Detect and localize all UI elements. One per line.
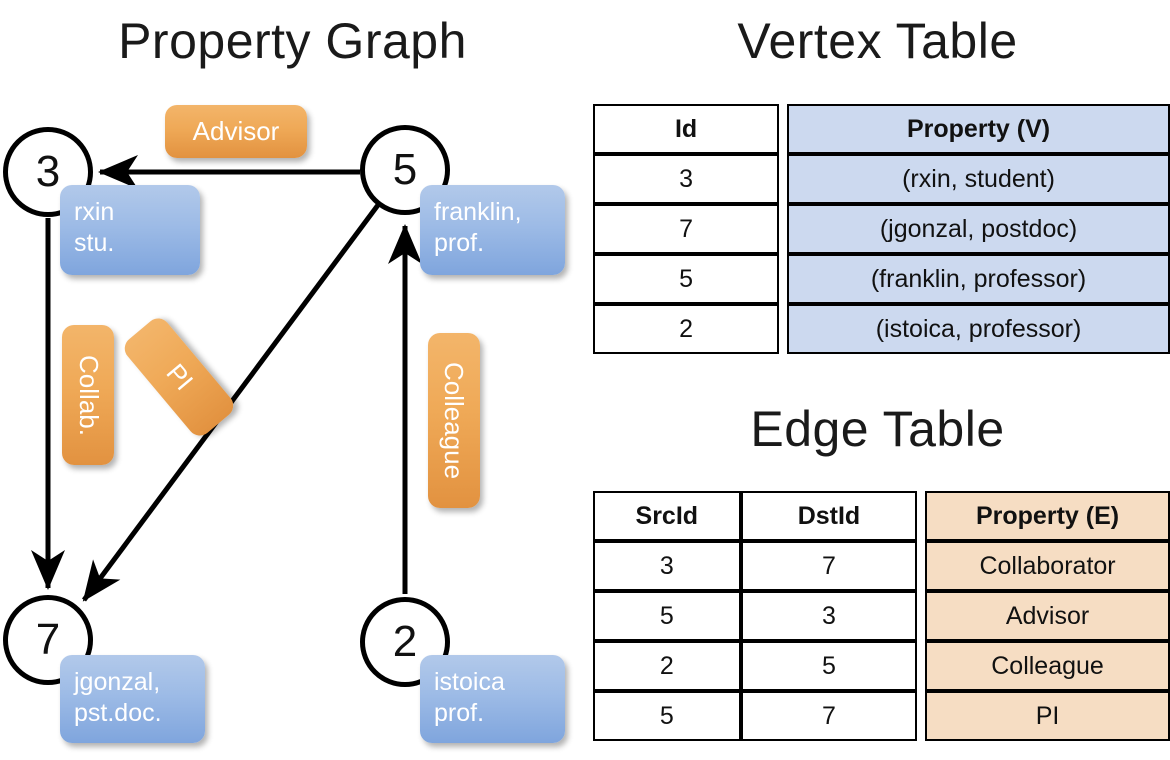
edge-table-header-srcid: SrcId [593, 491, 741, 541]
vertex-row-0-property: (rxin, student) [787, 154, 1170, 204]
edge-row-3-src: 5 [593, 691, 741, 741]
column-spacer [779, 154, 787, 204]
edge-label-colleague-text: Colleague [439, 361, 470, 480]
table-row: 2 (istoica, professor) [593, 304, 1170, 354]
table-row: 5 (franklin, professor) [593, 254, 1170, 304]
vertex-property-callout-2-line2: prof. [434, 699, 485, 728]
edge-table-header-row: SrcId DstId Property (E) [593, 491, 1170, 541]
edge-label-pi-text: PI [159, 357, 199, 396]
edge-row-3-property: PI [925, 691, 1170, 741]
page-title-vertex-table: Vertex Table [737, 13, 1018, 69]
vertex-property-callout-3-line2: stu. [74, 229, 115, 258]
vertex-property-callout-7-line2: pst.doc. [74, 699, 162, 728]
vertex-table-header-row: Id Property (V) [593, 104, 1170, 154]
vertex-property-callout-5-line2: prof. [434, 229, 485, 258]
vertex-row-3-id: 2 [593, 304, 780, 354]
graph-node-2-label: 2 [392, 617, 418, 666]
vertex-property-callout-5-line1: franklin, [434, 198, 522, 226]
vertex-property-callout-2-line1: istoica [434, 668, 505, 696]
edge-row-0-dst: 7 [740, 541, 918, 591]
vertex-table-header-id: Id [593, 104, 780, 154]
edge-row-1-property: Advisor [925, 591, 1170, 641]
vertex-property-callout-7: jgonzal, pst.doc. [60, 655, 205, 743]
column-spacer [917, 591, 925, 641]
vertex-property-callout-3: rxin stu. [60, 185, 200, 275]
graph-node-5-label: 5 [392, 145, 418, 194]
table-row: 3 (rxin, student) [593, 154, 1170, 204]
column-spacer [917, 691, 925, 741]
column-spacer [779, 104, 787, 154]
edge-label-advisor: Advisor [165, 105, 307, 158]
edge-row-2-dst: 5 [740, 641, 918, 691]
edge-row-0-src: 3 [593, 541, 741, 591]
column-spacer [917, 641, 925, 691]
edge-label-colleague: Colleague [428, 333, 480, 508]
vertex-property-callout-3-line1: rxin [74, 198, 115, 226]
property-graph-diagram: 3 5 7 2 rxin stu. franklin, prof. jgonza… [3, 105, 565, 743]
edge-table: SrcId DstId Property (E) 3 7 Collaborato… [593, 491, 1170, 741]
graph-node-5[interactable]: 5 [360, 125, 450, 215]
column-spacer [779, 304, 787, 354]
vertex-row-2-id: 5 [593, 254, 780, 304]
vertex-row-1-property: (jgonzal, postdoc) [787, 204, 1170, 254]
edge-label-collab-text: Collab. [73, 354, 104, 436]
vertex-property-callout-2: istoica prof. [420, 655, 565, 743]
edge-label-advisor-text: Advisor [192, 116, 280, 146]
column-spacer [779, 204, 787, 254]
graph-node-3-label: 3 [35, 147, 61, 196]
graph-node-7-label: 7 [35, 615, 61, 664]
vertex-row-2-property: (franklin, professor) [787, 254, 1170, 304]
table-row: 3 7 Collaborator [593, 541, 1170, 591]
graph-node-2[interactable]: 2 [360, 597, 450, 687]
column-spacer [779, 254, 787, 304]
table-row: 7 (jgonzal, postdoc) [593, 204, 1170, 254]
vertex-row-0-id: 3 [593, 154, 780, 204]
vertex-row-3-property: (istoica, professor) [787, 304, 1170, 354]
edge-row-2-src: 2 [593, 641, 741, 691]
vertex-table-header-property: Property (V) [787, 104, 1170, 154]
edge-table-header-property: Property (E) [925, 491, 1170, 541]
edge-row-2-property: Colleague [925, 641, 1170, 691]
column-spacer [917, 541, 925, 591]
vertex-property-callout-7-line1: jgonzal, [74, 668, 161, 696]
edge-row-0-property: Collaborator [925, 541, 1170, 591]
edge-row-3-dst: 7 [740, 691, 918, 741]
edge-row-1-dst: 3 [740, 591, 918, 641]
edge-row-1-src: 5 [593, 591, 741, 641]
vertex-row-1-id: 7 [593, 204, 780, 254]
vertex-property-callout-5: franklin, prof. [420, 185, 565, 275]
column-spacer [917, 491, 925, 541]
edge-table-header-dstid: DstId [740, 491, 918, 541]
table-row: 5 3 Advisor [593, 591, 1170, 641]
page-title-edge-table: Edge Table [750, 401, 1005, 457]
page-title-property-graph: Property Graph [118, 13, 467, 69]
table-row: 2 5 Colleague [593, 641, 1170, 691]
vertex-table: Id Property (V) 3 (rxin, student) 7 (jgo… [593, 104, 1170, 354]
edge-label-collab: Collab. [62, 325, 114, 465]
table-row: 5 7 PI [593, 691, 1170, 741]
